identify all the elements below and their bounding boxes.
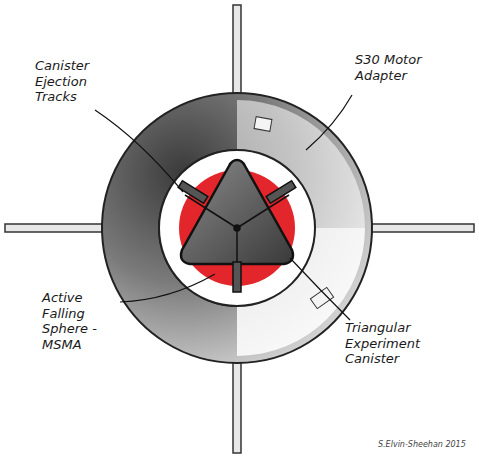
part-label: S30 Motor Adapter	[355, 52, 445, 83]
signature: S.Elvin-Sheehan 2015	[378, 440, 466, 450]
ejection-tracks	[178, 181, 296, 292]
fins	[5, 5, 474, 453]
part-label: Canister Ejection Tracks	[35, 58, 130, 105]
part-label: Active Falling Sphere - MSMA	[42, 290, 122, 352]
ring-block	[310, 287, 333, 308]
leader-lines	[95, 95, 352, 320]
inner-bore	[159, 150, 315, 306]
motor-adapter-ring	[102, 93, 372, 363]
ring-block	[254, 117, 272, 132]
part-label: Triangular Experiment Canister	[345, 320, 455, 367]
